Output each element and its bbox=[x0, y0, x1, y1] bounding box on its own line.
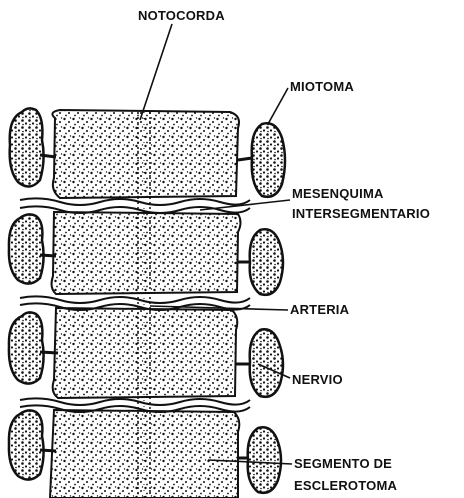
leader-miotoma bbox=[268, 88, 288, 124]
label-mesenquima-line2: INTERSEGMENTARIO bbox=[292, 206, 430, 221]
right-nerve-1 bbox=[238, 158, 252, 160]
right-myotome-4 bbox=[248, 427, 281, 493]
right-myotome-2 bbox=[250, 229, 283, 295]
leader-mesenquima bbox=[200, 200, 290, 210]
left-nerve-1 bbox=[40, 155, 56, 157]
left-nerve-2 bbox=[40, 255, 56, 256]
sclerotome-block-1 bbox=[52, 110, 239, 198]
left-myotome-3 bbox=[9, 312, 44, 383]
right-myotome-1 bbox=[252, 123, 285, 197]
label-miotoma: MIOTOMA bbox=[290, 79, 354, 94]
label-arteria: ARTERIA bbox=[290, 302, 350, 317]
left-nerve-3 bbox=[40, 352, 58, 353]
left-nerve-4 bbox=[40, 450, 56, 451]
left-myotome-2 bbox=[9, 214, 44, 283]
vertebral-column bbox=[20, 110, 250, 498]
label-nervio: NERVIO bbox=[292, 372, 343, 387]
sclerotome-block-2 bbox=[52, 212, 241, 294]
left-myotomes bbox=[9, 108, 58, 479]
label-segmento-line1: SEGMENTO DE bbox=[294, 456, 392, 471]
left-myotome-1 bbox=[10, 108, 44, 186]
right-myotome-3 bbox=[250, 329, 283, 396]
label-notocorda: NOTOCORDA bbox=[138, 8, 225, 23]
sclerotome-block-4 bbox=[50, 410, 239, 498]
label-segmento-line2: ESCLEROTOMA bbox=[294, 478, 397, 493]
label-mesenquima-line1: MESENQUIMA bbox=[292, 186, 384, 201]
intersegmental-band-3 bbox=[20, 398, 250, 405]
left-myotome-4 bbox=[9, 410, 44, 479]
intersegmental-band-1 bbox=[20, 198, 250, 205]
sclerotome-block-3 bbox=[53, 308, 238, 398]
leader-notocorda bbox=[140, 24, 172, 120]
intersegmental-band-2 bbox=[20, 296, 250, 303]
